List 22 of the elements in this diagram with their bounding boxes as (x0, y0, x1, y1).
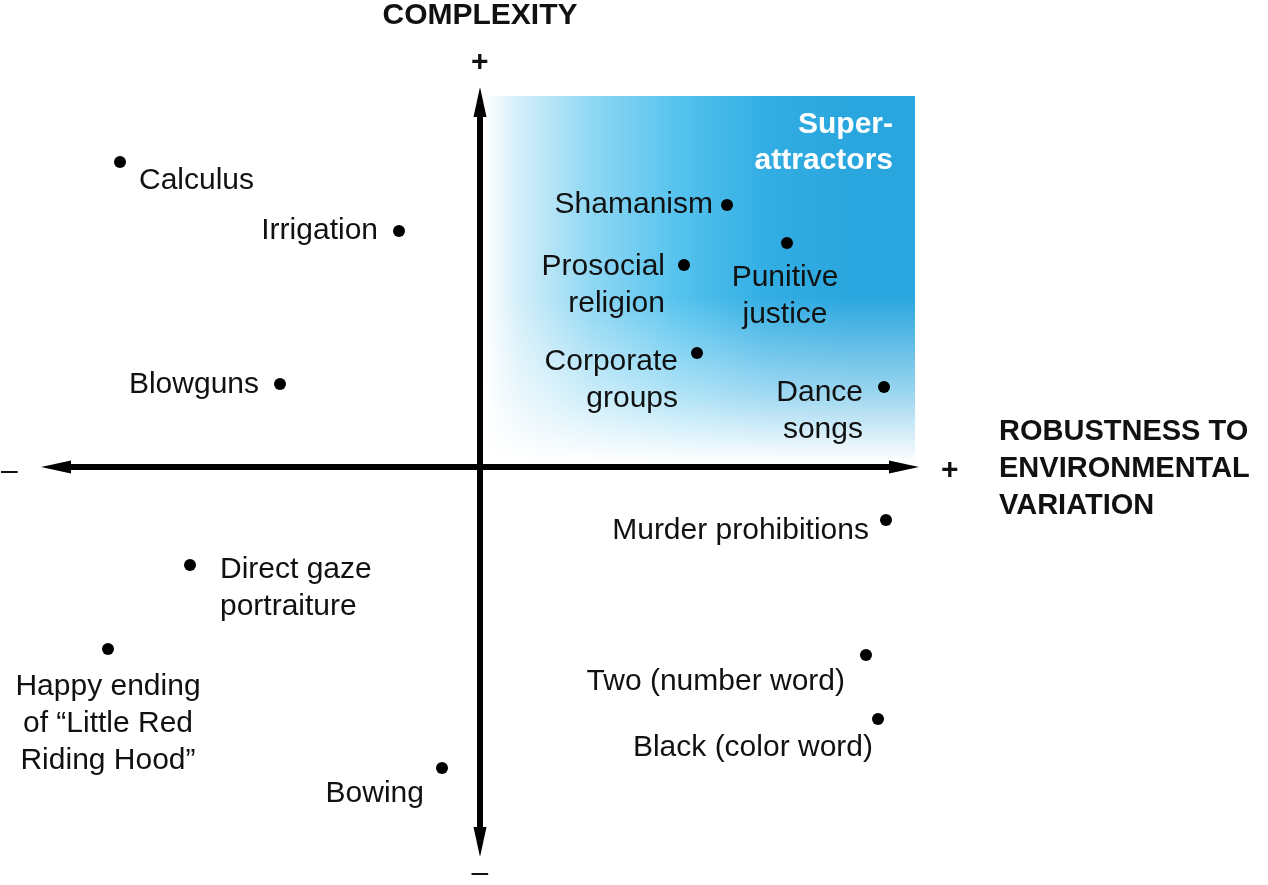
point-label: Direct gaze portraiture (220, 549, 373, 623)
point-label: Two (number word) (586, 661, 845, 698)
highlighted-quadrant-region (484, 96, 915, 462)
axis-title: ROBUSTNESS TO ENVIRONMENTAL VARIATION (999, 413, 1251, 523)
point-label: Irrigation (261, 210, 378, 247)
point-label: Black (color word) (632, 727, 873, 764)
point-label: Dance songs (775, 372, 863, 446)
axis-title: COMPLEXITY (382, 0, 578, 28)
point-label: Shamanism (554, 184, 713, 221)
axis-sign: – (471, 860, 489, 884)
point-label: Happy ending of “Little Red Riding Hood” (14, 666, 202, 777)
axis-sign: + (471, 46, 489, 76)
point-label: Murder prohibitions (612, 510, 869, 547)
point-label: Prosocial religion (540, 246, 665, 320)
region-label: Super-attractors (753, 105, 893, 177)
axis-sign: + (941, 454, 959, 484)
point-label: Calculus (139, 160, 255, 197)
point-label: Bowing (325, 773, 424, 810)
point-label: Corporate groups (543, 341, 678, 415)
point-label: Blowguns (128, 364, 259, 401)
axis-sign: – (1, 455, 18, 485)
point-label: Punitive justice (730, 257, 840, 331)
